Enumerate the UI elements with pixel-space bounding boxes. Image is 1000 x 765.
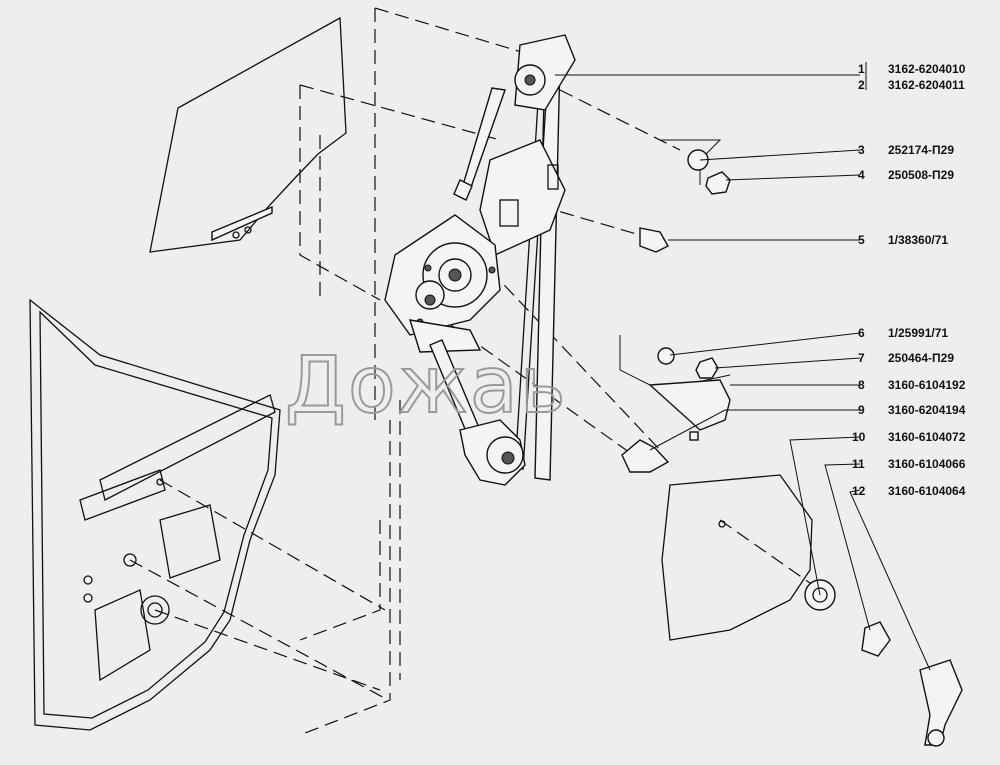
window-regulator (384, 34, 576, 486)
part-code: 1/38360/71 (888, 233, 948, 247)
part-number: 1 (858, 62, 865, 76)
part-label-row: 12 3160-6104064 (852, 484, 966, 498)
part-code: 250508-П29 (888, 168, 954, 182)
part-number: 10 (852, 430, 866, 444)
part-label-row: 2 3162-6204011 (858, 78, 965, 92)
watermark: Дожаь (285, 341, 568, 431)
part-label-row: 6 1/25991/71 (858, 326, 948, 340)
door-inner-panel (29, 298, 281, 731)
bracket-8 (648, 379, 731, 431)
door-glass (149, 16, 347, 253)
part-label-row: 7 250464-П29 (858, 351, 954, 365)
part-number: 7 (858, 351, 865, 365)
part-label-row: 5 1/38360/71 (858, 233, 948, 247)
clip-11 (861, 621, 891, 657)
parts-list: 1 3162-6204010 2 3162-6204011 3 252174-П29 4 25… (852, 62, 966, 498)
part-number: 11 (852, 457, 865, 471)
part-number: 8 (858, 378, 865, 392)
part-code: 3160-6204194 (888, 403, 966, 417)
nut-7 (695, 357, 719, 379)
part-label-row: 10 3160-6104072 (852, 430, 966, 444)
part-label-row: 11 3160-6104066 (852, 457, 966, 471)
part-code: 3160-6104072 (888, 430, 966, 444)
part-code: 1/25991/71 (888, 326, 948, 340)
part-label-row: 9 3160-6204194 (858, 403, 966, 417)
part-code: 3160-6104066 (888, 457, 966, 471)
part-number: 5 (858, 233, 865, 247)
part-label-row: 8 3160-6104192 (858, 378, 966, 392)
part-label-row: 4 250508-П29 (858, 168, 954, 182)
part-label-row: 3 252174-П29 (858, 143, 954, 157)
part-number: 2 (858, 78, 865, 92)
part-code: 3162-6204010 (888, 62, 966, 76)
part-number: 3 (858, 143, 865, 157)
handle-assembly (661, 474, 963, 747)
part-number: 9 (858, 403, 865, 417)
bolt-5 (639, 227, 669, 253)
fasteners (619, 139, 731, 473)
part-code: 3160-6104192 (888, 378, 966, 392)
part-code: 252174-П29 (888, 143, 954, 157)
washer-6 (657, 347, 675, 365)
callout-leaders (555, 62, 931, 671)
part-code: 250464-П29 (888, 351, 954, 365)
part-code: 3162-6204011 (888, 78, 965, 92)
part-code: 3160-6104064 (888, 484, 966, 498)
assembly-guide-lines (129, 7, 821, 736)
part-number: 6 (858, 326, 865, 340)
spring-plate-9 (621, 439, 670, 473)
nut-4 (705, 171, 731, 195)
part-label-row: 1 3162-6204010 (858, 62, 966, 76)
part-number: 4 (858, 168, 865, 182)
part-number: 12 (852, 484, 866, 498)
